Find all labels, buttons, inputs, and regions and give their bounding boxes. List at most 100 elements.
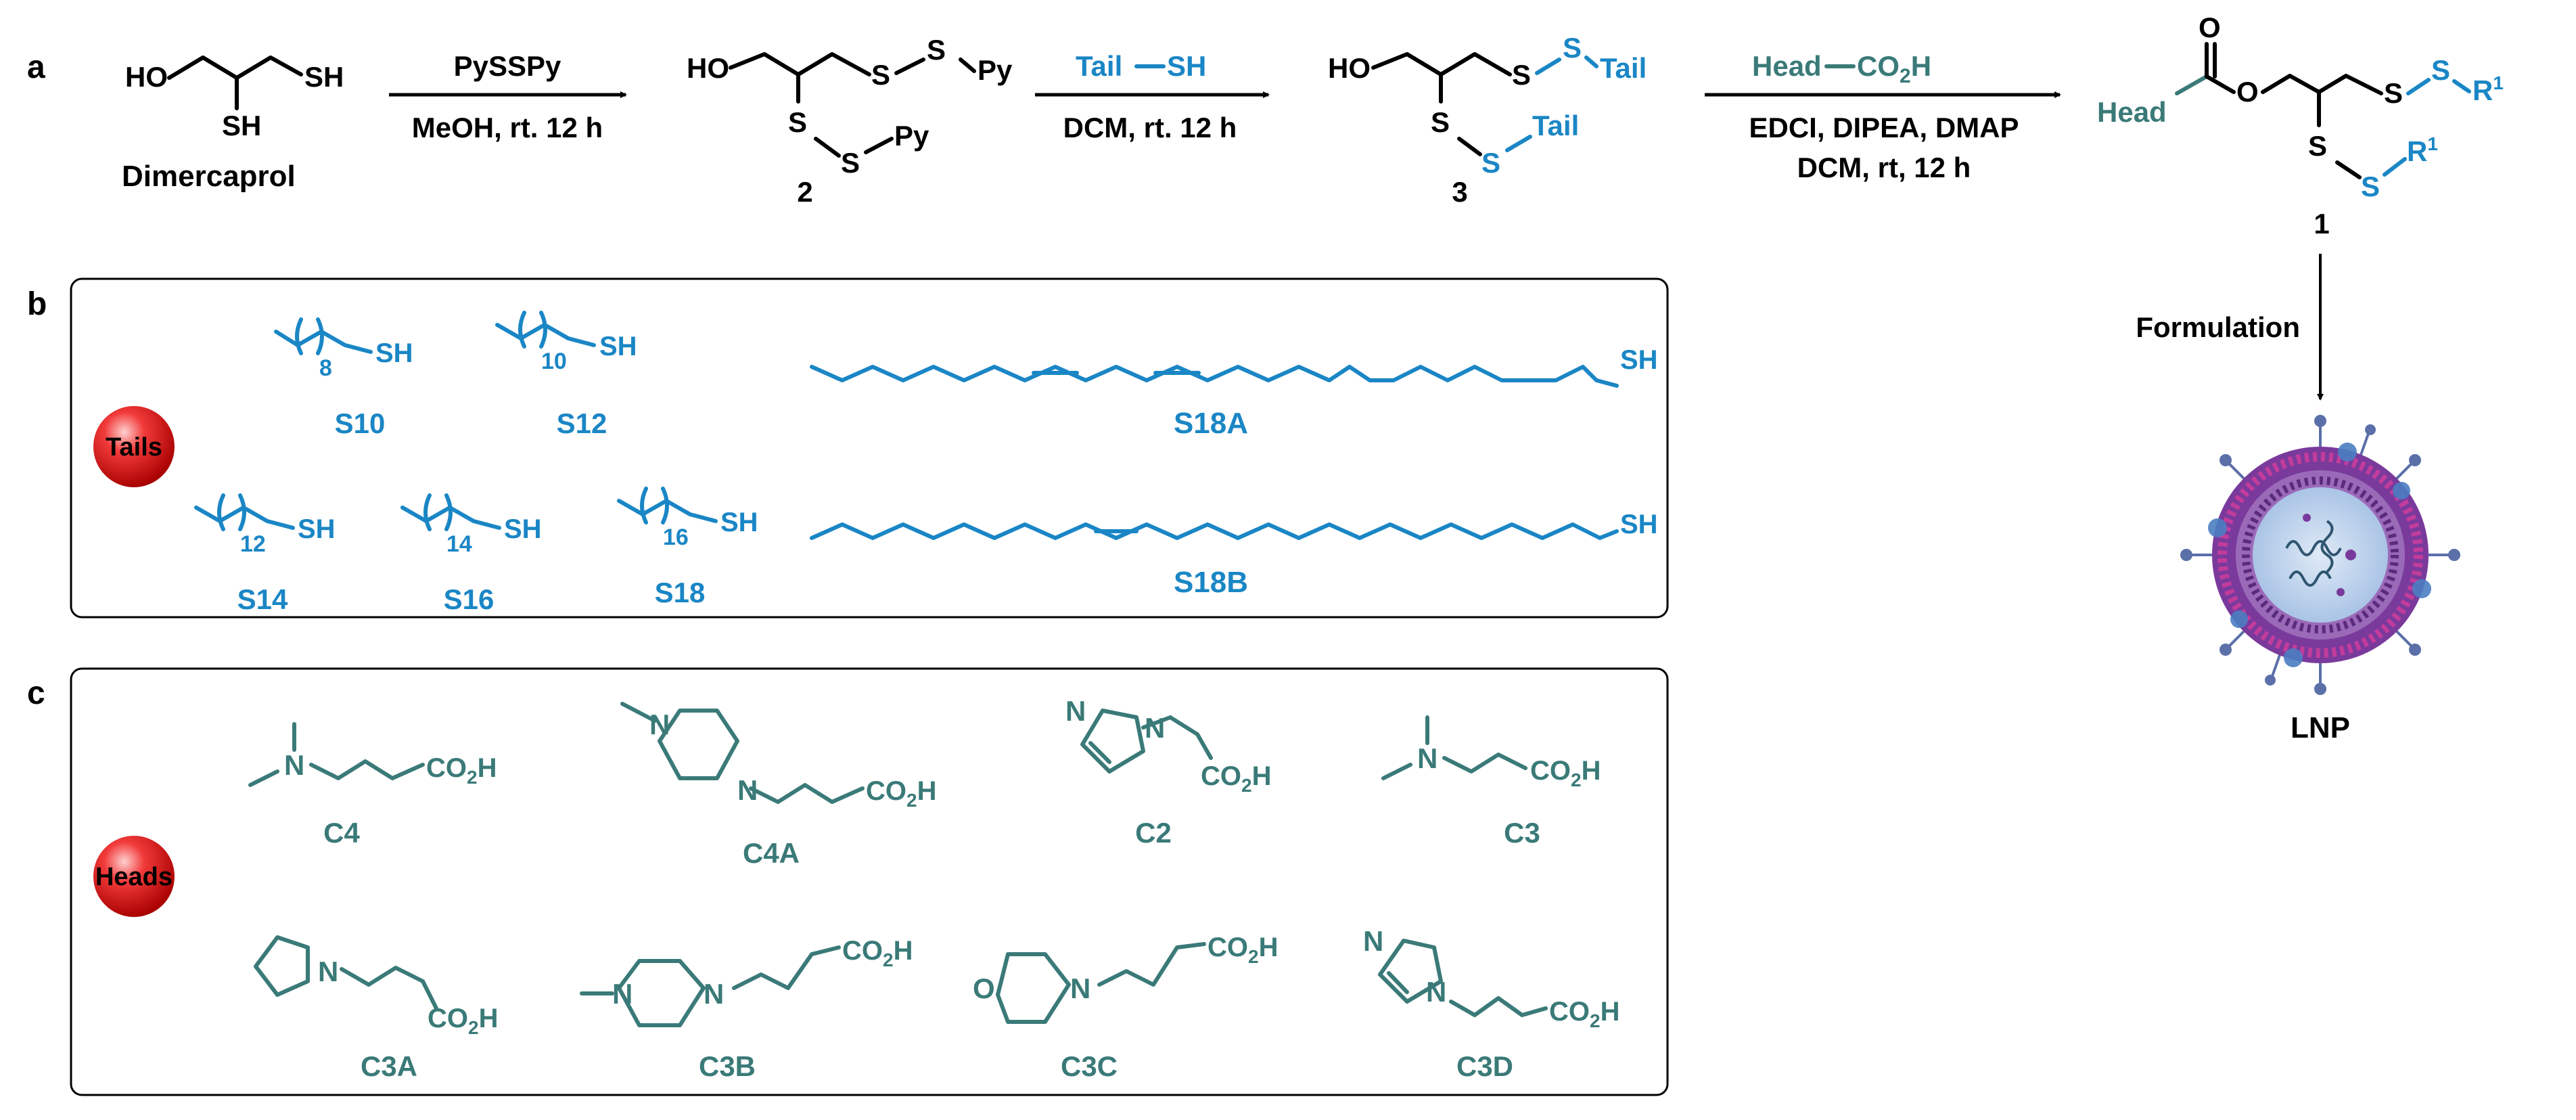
head-c3d-n2: N xyxy=(1426,976,1446,1008)
compound-2-structure: HO S S Py S S Py 2 xyxy=(687,34,1013,208)
head-c4: N CO2H C4 xyxy=(248,722,497,849)
head-c4a: N N CO2H C4A xyxy=(620,702,936,869)
head-c3c-n: N xyxy=(1070,972,1090,1004)
compound1-s-c: S xyxy=(2308,130,2327,162)
head-c2-acid: CO2H xyxy=(1201,761,1271,796)
head-c3c-o: O xyxy=(973,972,995,1004)
head-c3a-acid-co: CO xyxy=(428,1004,468,1033)
dimercaprol-sh-secondary: SH xyxy=(222,110,261,141)
tail-s12-label: S12 xyxy=(557,407,607,439)
panel-letter-a: a xyxy=(27,49,45,85)
tail-s16-label: S16 xyxy=(444,583,495,615)
compound-3-structure: HO S S Tail S S Tail 3 xyxy=(1328,32,1647,208)
tail-s18a-sh: SH xyxy=(1620,345,1658,375)
tail-s10-label: S10 xyxy=(335,407,386,439)
head-c3b: N N CO2H C3B xyxy=(580,936,913,1082)
head-c4-acid-sub: 2 xyxy=(467,767,478,788)
tail-s14: 12 SH S14 xyxy=(194,493,336,615)
tail-s18-repeat: 16 xyxy=(663,524,689,550)
step2-tail: Tail xyxy=(1076,50,1122,82)
tail-s12-sh: SH xyxy=(599,332,637,361)
head-c3-acid-sub: 2 xyxy=(1571,769,1582,790)
head-c4-acid: CO2H xyxy=(426,753,497,788)
tail-s12-repeat: 10 xyxy=(541,349,567,374)
head-c3d-acid-co: CO xyxy=(1549,997,1590,1027)
compound3-ho: HO xyxy=(1328,52,1371,84)
head-c3d-n1: N xyxy=(1363,925,1383,957)
tail-s10-sh: SH xyxy=(375,338,413,368)
lnp-aqueous-core xyxy=(2253,487,2388,623)
head-c4-acid-co: CO xyxy=(426,753,467,783)
head-c2-label: C2 xyxy=(1135,817,1172,849)
head-c3a: N CO2H C3A xyxy=(254,935,498,1082)
tail-s14-label: S14 xyxy=(237,583,288,615)
heads-badge: Heads xyxy=(93,836,175,917)
tail-s18a: SH S18A xyxy=(810,345,1658,440)
dimercaprol-structure: HO SH SH Dimercaprol xyxy=(122,55,344,193)
head-c3d-acid-h: H xyxy=(1601,997,1620,1027)
head-c3c-acid-sub: 2 xyxy=(1248,946,1259,967)
tail-s10: 8 SH S10 xyxy=(274,317,413,439)
compound3-tail-a: Tail xyxy=(1600,52,1647,84)
head-c3b-label: C3B xyxy=(699,1050,756,1082)
head-c4a-n2: N xyxy=(737,774,758,806)
head-c4a-acid-co: CO xyxy=(866,776,906,806)
head-c2: N N CO2H C2 xyxy=(1065,695,1271,849)
head-c2-acid-co: CO xyxy=(1201,761,1241,791)
dimercaprol-label: Dimercaprol xyxy=(122,160,296,193)
reaction-step-1: PySSPy MeOH, rt. 12 h xyxy=(389,50,627,143)
head-c3b-acid-co: CO xyxy=(842,936,883,966)
compound2-number: 2 xyxy=(797,176,812,208)
tail-s16: 14 SH S16 xyxy=(400,493,542,615)
compound3-s-b: S xyxy=(1563,32,1582,64)
compound2-s-c: S xyxy=(788,106,807,138)
tail-s12: 10 SH S12 xyxy=(495,311,637,439)
head-c2-acid-h: H xyxy=(1252,761,1272,791)
compound-1-structure: O Head O S S R1 S S R1 1 xyxy=(2097,12,2504,240)
head-c3b-n2: N xyxy=(704,978,724,1010)
tail-s18a-label: S18A xyxy=(1174,407,1248,440)
reaction-step-2: Tail SH DCM, rt. 12 h xyxy=(1035,50,1270,143)
head-c3-label: C3 xyxy=(1504,817,1540,849)
panel-letter-c: c xyxy=(27,675,45,711)
panel-letter-b: b xyxy=(27,286,47,322)
head-c2-n1: N xyxy=(1065,695,1086,727)
step3-co2h-sub: 2 xyxy=(1900,65,1911,87)
tail-s18: 16 SH S18 xyxy=(617,487,758,608)
head-c3a-acid-sub: 2 xyxy=(468,1017,479,1038)
compound3-tail-b: Tail xyxy=(1532,110,1579,141)
compound1-ester-o: O xyxy=(2236,76,2259,108)
head-c3c-acid-co: CO xyxy=(1208,933,1248,962)
step3-co2h: CO2H xyxy=(1857,50,1931,87)
reaction-step-3: Head CO2H EDCI, DIPEA, DMAP DCM, rt, 12 … xyxy=(1705,50,2061,183)
compound2-s-a: S xyxy=(871,59,890,91)
head-c3a-label: C3A xyxy=(361,1050,417,1082)
compound2-py-a: Py xyxy=(978,54,1013,86)
step3-co2h-co: CO xyxy=(1857,50,1900,82)
mrna-cargo xyxy=(2285,520,2342,587)
heads-panel-box xyxy=(70,667,1669,1096)
tail-s18b: SH S18B xyxy=(810,510,1658,599)
step1-reagent: PySSPy xyxy=(454,50,561,82)
formulation-step: Formulation xyxy=(2136,254,2324,401)
head-c3-acid-co: CO xyxy=(1530,756,1571,786)
heads-badge-ball xyxy=(93,836,175,917)
compound1-carbonyl-o: O xyxy=(2199,12,2221,43)
head-c3d-acid-sub: 2 xyxy=(1590,1010,1601,1031)
tail-s14-repeat: 12 xyxy=(240,531,266,557)
head-c3a-n: N xyxy=(318,956,338,987)
head-c3: N CO2H C3 xyxy=(1381,715,1601,849)
head-c3c-label: C3C xyxy=(1061,1050,1118,1082)
formulation-label: Formulation xyxy=(2136,311,2300,343)
head-c4a-label: C4A xyxy=(743,837,800,869)
compound1-number: 1 xyxy=(2314,208,2329,240)
compound2-s-b: S xyxy=(927,34,946,66)
tail-s16-repeat: 14 xyxy=(446,531,472,557)
tail-s18b-sh: SH xyxy=(1620,510,1658,539)
head-c3c-acid-h: H xyxy=(1259,933,1279,962)
tails-badge-ball xyxy=(93,406,175,487)
compound1-s-b: S xyxy=(2431,54,2450,86)
head-c3d-label: C3D xyxy=(1456,1050,1513,1082)
tails-panel-box xyxy=(70,277,1669,619)
tail-s14-sh: SH xyxy=(298,514,336,544)
